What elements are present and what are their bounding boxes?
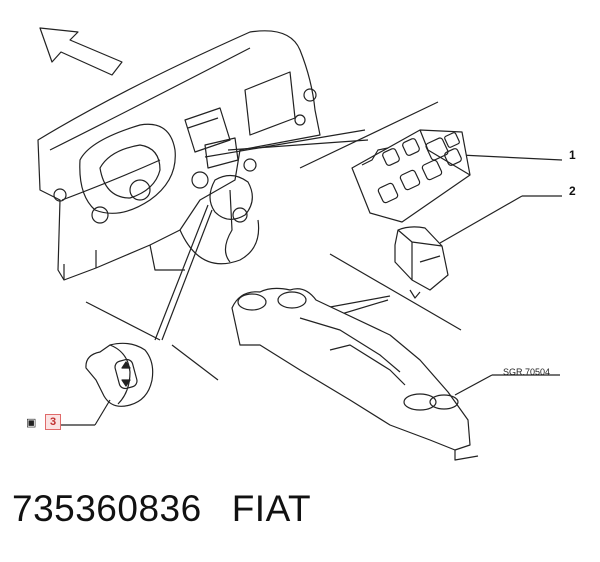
camera-icon: ▣ xyxy=(26,417,37,429)
switch-panel-part-1 xyxy=(351,129,471,223)
part-number: 735360836 xyxy=(12,488,202,529)
dashboard-illustration xyxy=(37,30,321,281)
arrow-up-left-icon xyxy=(39,27,123,76)
callout-2: 2 xyxy=(569,184,576,198)
callout-3[interactable]: 3 xyxy=(45,414,61,430)
reference-code: SGR.70504 xyxy=(503,367,551,377)
callout-1: 1 xyxy=(569,148,576,162)
center-console xyxy=(231,287,560,461)
footer: 735360836 FIAT xyxy=(12,488,311,530)
knob-switch-part-3 xyxy=(60,342,154,426)
brand-name: FIAT xyxy=(231,488,312,529)
module-part-2 xyxy=(394,226,449,299)
exploded-diagram xyxy=(37,27,563,461)
